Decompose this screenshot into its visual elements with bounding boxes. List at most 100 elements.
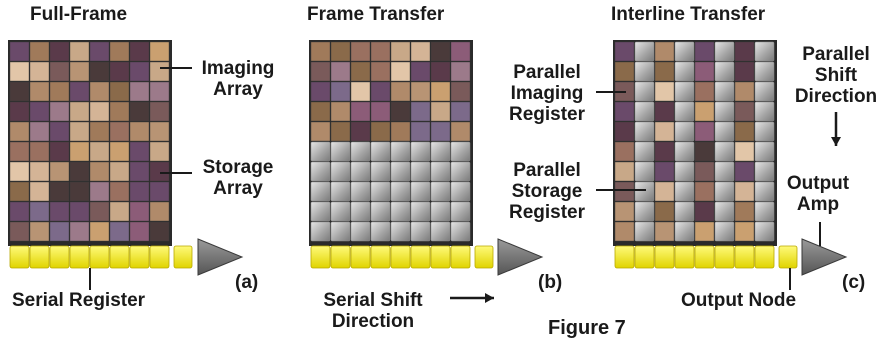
- tag-a: (a): [235, 272, 259, 293]
- tag-c: (c): [842, 272, 866, 293]
- full-frame-pixel: [89, 121, 110, 142]
- frame-transfer-pixel: [310, 121, 331, 142]
- frame-transfer-storage-cell: [430, 221, 451, 242]
- frame-transfer-pixel: [330, 41, 351, 62]
- interline-storage-cell: [634, 121, 655, 142]
- frame-transfer-storage-cell: [370, 141, 391, 162]
- frame-transfer-storage-cell: [390, 201, 411, 222]
- frame-transfer-storage-cell: [330, 161, 351, 182]
- frame-transfer-pixel: [430, 101, 451, 122]
- full-frame-pixel: [89, 141, 110, 162]
- interline-photodiode: [654, 161, 675, 182]
- frame-transfer-pixel: [430, 81, 451, 102]
- interline-storage-cell: [714, 221, 735, 242]
- interline-photodiode: [734, 41, 755, 62]
- interline-storage-cell: [674, 201, 695, 222]
- full-frame-pixel: [9, 221, 30, 242]
- full-frame-pixel: [109, 201, 130, 222]
- frame-transfer-storage-cell: [370, 161, 391, 182]
- frame-transfer-pixel: [390, 121, 411, 142]
- full-frame-pixel: [49, 161, 70, 182]
- interline-photodiode: [654, 81, 675, 102]
- interline-storage-cell: [754, 181, 775, 202]
- frame-transfer-pixel: [410, 61, 431, 82]
- full-frame-pixel: [109, 61, 130, 82]
- full-frame-pixel: [69, 61, 90, 82]
- interline-photodiode: [734, 121, 755, 142]
- frame-transfer-serial-register-cell: [350, 245, 371, 269]
- full-frame-pixel: [29, 41, 50, 62]
- frame-transfer-storage-cell: [410, 221, 431, 242]
- frame-transfer-storage-cell: [310, 221, 331, 242]
- frame-transfer-pixel: [390, 101, 411, 122]
- full-frame-pixel: [69, 221, 90, 242]
- frame-transfer-storage-cell: [370, 181, 391, 202]
- interline-photodiode: [734, 61, 755, 82]
- interline-photodiode: [694, 101, 715, 122]
- frame-transfer-storage-cell: [330, 141, 351, 162]
- frame-transfer-storage-cell: [390, 221, 411, 242]
- interline-serial-register-cell: [654, 245, 675, 269]
- full-frame-pixel: [49, 141, 70, 162]
- interline-storage-cell: [674, 141, 695, 162]
- full-frame-pixel: [9, 141, 30, 162]
- frame-transfer-storage-cell: [450, 161, 471, 182]
- frame-transfer-storage-cell: [430, 141, 451, 162]
- full-frame-pixel: [49, 121, 70, 142]
- frame-transfer-serial-register-cell: [310, 245, 331, 269]
- interline-storage-cell: [754, 121, 775, 142]
- interline-photodiode: [614, 201, 635, 222]
- full-frame-pixel: [129, 41, 150, 62]
- frame-transfer-storage-cell: [330, 181, 351, 202]
- full-frame-pixel: [29, 181, 50, 202]
- interline-storage-cell: [634, 61, 655, 82]
- label-serial-shift-direction: Serial Shift Direction: [323, 290, 423, 332]
- label-serial-register: Serial Register: [12, 290, 146, 311]
- full-frame-pixel: [89, 41, 110, 62]
- frame-transfer-serial-register-cell: [370, 245, 391, 269]
- full-frame-serial-register-cell: [29, 245, 50, 269]
- frame-transfer-storage-cell: [310, 201, 331, 222]
- interline-photodiode: [734, 81, 755, 102]
- frame-transfer-storage-cell: [310, 141, 331, 162]
- frame-transfer-storage-cell: [350, 141, 371, 162]
- interline-photodiode: [654, 141, 675, 162]
- full-frame-serial-register-cell: [89, 245, 110, 269]
- interline-photodiode: [654, 181, 675, 202]
- full-frame-pixel: [109, 141, 130, 162]
- full-frame-pixel: [29, 201, 50, 222]
- interline-photodiode: [654, 221, 675, 242]
- tag-b: (b): [538, 272, 563, 293]
- interline-photodiode: [614, 141, 635, 162]
- full-frame-pixel: [149, 201, 170, 222]
- full-frame-pixel: [29, 61, 50, 82]
- full-frame-pixel: [9, 181, 30, 202]
- interline-photodiode: [694, 141, 715, 162]
- full-frame-pixel: [129, 181, 150, 202]
- frame-transfer-pixel: [410, 41, 431, 62]
- frame-transfer-pixel: [330, 101, 351, 122]
- interline-storage-cell: [714, 81, 735, 102]
- full-frame-serial-register-cell: [9, 245, 30, 269]
- full-frame-pixel: [149, 121, 170, 142]
- interline-storage-cell: [674, 81, 695, 102]
- full-frame-pixel: [149, 101, 170, 122]
- frame-transfer-pixel: [450, 41, 471, 62]
- full-frame-pixel: [49, 81, 70, 102]
- interline-storage-cell: [754, 61, 775, 82]
- interline-photodiode: [734, 181, 755, 202]
- interline-photodiode: [694, 181, 715, 202]
- frame-transfer-serial-register-cell: [410, 245, 431, 269]
- label-imaging-array: Imaging Array: [201, 58, 275, 100]
- interline-storage-cell: [674, 41, 695, 62]
- full-frame-pixel: [29, 121, 50, 142]
- frame-transfer-storage-cell: [450, 221, 471, 242]
- full-frame-pixel: [129, 141, 150, 162]
- interline-photodiode: [734, 101, 755, 122]
- frame-transfer-pixel: [310, 81, 331, 102]
- full-frame-pixel: [89, 81, 110, 102]
- full-frame-pixel: [29, 141, 50, 162]
- frame-transfer-storage-cell: [430, 181, 451, 202]
- label-parallel-storage-register: Parallel Storage Register: [508, 160, 586, 223]
- diagram-artwork: [8, 40, 848, 303]
